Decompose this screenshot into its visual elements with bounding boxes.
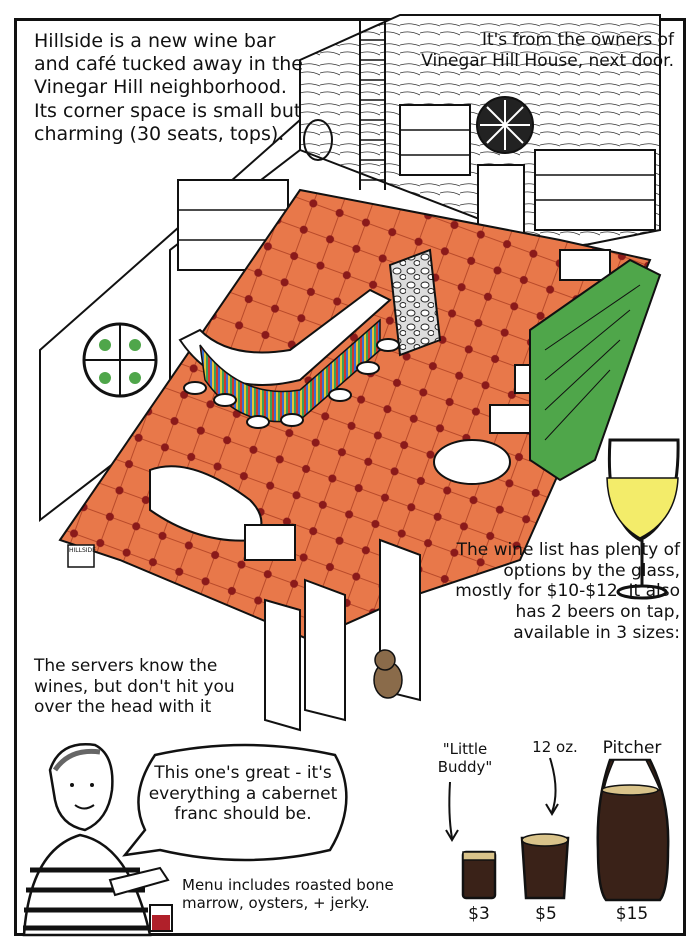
- back-wall: [299, 14, 661, 252]
- beer-label-little-buddy: "Little Buddy": [437, 740, 493, 776]
- signature-text: HILLSIDE: [69, 547, 96, 554]
- beer-price-12oz: $5: [535, 904, 557, 924]
- communal-table: [149, 465, 296, 561]
- owners-caption: It's from the owners of Vinegar Hill Hou…: [421, 30, 674, 71]
- stone-column: [388, 248, 442, 357]
- beer-price-little-buddy: $3: [468, 904, 490, 924]
- beer-12oz: [520, 833, 570, 900]
- dog-illustration: [373, 649, 403, 699]
- beer-price-pitcher: $15: [615, 904, 649, 924]
- servers-caption: The servers know the wines, but don't hi…: [34, 656, 235, 718]
- wine-list-caption: The wine list has plenty of options by t…: [455, 540, 680, 643]
- green-bench: [529, 258, 662, 482]
- beer-pitcher: [596, 758, 670, 902]
- beer-label-pitcher: Pitcher: [602, 738, 662, 758]
- wine-glass: [606, 438, 680, 600]
- beer-little-buddy: [461, 850, 497, 900]
- intro-caption: Hillside is a new wine bar and café tuck…: [34, 30, 303, 145]
- speech-text: This one's great - it's everything a cab…: [148, 763, 338, 825]
- server-portrait: [22, 743, 173, 937]
- beer-label-12oz: 12 oz.: [532, 738, 578, 756]
- hillside-signature: [67, 544, 95, 568]
- speech-bubble: [122, 743, 348, 862]
- beer-arrows: [445, 757, 559, 842]
- bar-stools: [183, 338, 400, 429]
- menu-caption: Menu includes roasted bone marrow, oyste…: [182, 876, 394, 913]
- left-wall: [39, 117, 333, 523]
